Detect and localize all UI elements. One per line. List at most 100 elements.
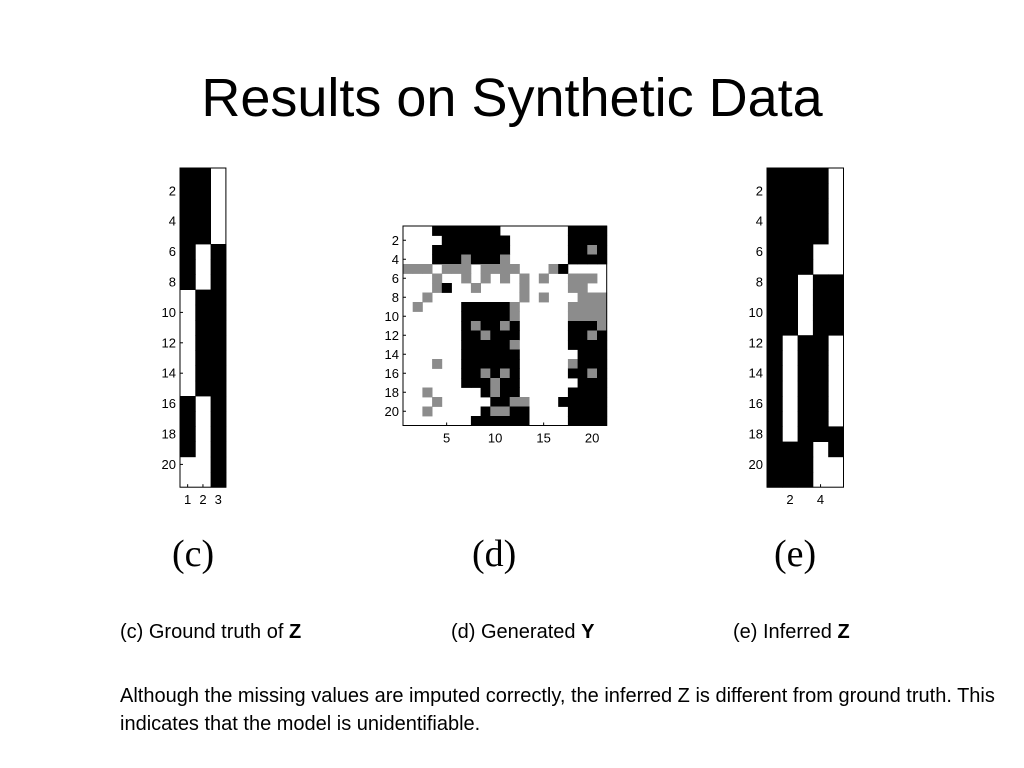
heatmap-cell bbox=[509, 378, 520, 388]
heatmap-cell bbox=[210, 304, 227, 321]
heatmap-cell bbox=[490, 397, 501, 407]
heatmap-cell bbox=[490, 226, 501, 236]
heatmap-cell bbox=[587, 406, 598, 417]
heatmap-cell bbox=[767, 350, 783, 366]
heatmap-cell bbox=[480, 349, 491, 360]
heatmap-cell bbox=[519, 397, 530, 407]
heatmap-cell bbox=[470, 378, 481, 388]
heatmap-cell bbox=[490, 406, 501, 417]
x-tick-label: 15 bbox=[536, 431, 550, 446]
heatmap-cell bbox=[782, 213, 798, 230]
heatmap-cell bbox=[441, 254, 452, 265]
heatmap-cell bbox=[210, 259, 227, 275]
heatmap-cell bbox=[500, 416, 511, 426]
heatmap-cell bbox=[195, 350, 211, 366]
heatmap-cell bbox=[597, 368, 608, 379]
heatmap-cell bbox=[597, 416, 608, 426]
heatmap-cell bbox=[500, 302, 511, 312]
heatmap-cell bbox=[480, 368, 491, 379]
heatmap-cell bbox=[461, 321, 472, 331]
heatmap-cell bbox=[812, 198, 829, 214]
heatmap-cell bbox=[509, 359, 520, 369]
heatmap-cell bbox=[180, 183, 196, 199]
heatmap-cell bbox=[548, 264, 559, 274]
heatmap-cell bbox=[441, 283, 452, 293]
heatmap-cell bbox=[461, 330, 472, 341]
heatmap-cell bbox=[509, 397, 520, 407]
heatmap-cell bbox=[480, 330, 491, 341]
heatmap-cell bbox=[470, 245, 481, 255]
heatmap-cell bbox=[767, 411, 783, 427]
x-tick-label: 2 bbox=[199, 492, 206, 507]
heatmap-cell bbox=[567, 330, 578, 341]
heatmap-cell bbox=[470, 368, 481, 379]
heatmap-cell bbox=[577, 273, 588, 284]
heatmap-cell bbox=[195, 198, 211, 214]
heatmap-frame bbox=[402, 225, 608, 426]
heatmap-cell bbox=[461, 245, 472, 255]
heatmap-cell bbox=[451, 235, 462, 246]
heatmap-cell bbox=[509, 302, 520, 312]
heatmap-cell bbox=[567, 387, 578, 398]
heatmap-cell bbox=[470, 321, 481, 331]
heatmap-cell bbox=[210, 411, 227, 427]
heatmap-cell bbox=[195, 320, 211, 336]
heatmap-cell bbox=[180, 213, 196, 230]
heatmap-cell bbox=[828, 274, 844, 290]
heatmap-cell bbox=[797, 441, 814, 458]
heatmap-cell bbox=[767, 198, 783, 214]
heatmap-cell bbox=[577, 340, 588, 350]
heatmap-cell bbox=[782, 472, 798, 488]
y-tick-label: 16 bbox=[162, 396, 176, 411]
heatmap-cell bbox=[577, 359, 588, 369]
heatmap-cell bbox=[797, 228, 814, 245]
heatmap-cell bbox=[577, 368, 588, 379]
heatmap-cell bbox=[797, 380, 814, 397]
y-tick-label: 20 bbox=[385, 404, 399, 419]
heatmap-cell bbox=[577, 397, 588, 407]
y-tick-label: 6 bbox=[756, 244, 763, 259]
heatmap-cell bbox=[597, 254, 608, 265]
heatmap-cell bbox=[577, 245, 588, 255]
caption-d: (d) Generated Y bbox=[451, 621, 595, 643]
heatmap-cell bbox=[210, 380, 227, 397]
heatmap-cell bbox=[567, 226, 578, 236]
y-tick-label: 8 bbox=[169, 275, 176, 290]
y-tick-label: 18 bbox=[749, 427, 763, 442]
heatmap-cell bbox=[210, 441, 227, 458]
heatmap-cell bbox=[470, 226, 481, 236]
heatmap-cell bbox=[828, 441, 844, 458]
heatmap-cell bbox=[195, 304, 211, 321]
heatmap-cell bbox=[422, 264, 433, 274]
heatmap-cell bbox=[797, 183, 814, 199]
heatmap-cell bbox=[509, 311, 520, 322]
heatmap-cell bbox=[767, 396, 783, 412]
heatmap-cell bbox=[597, 311, 608, 322]
heatmap-cell bbox=[195, 365, 211, 382]
heatmap-cell bbox=[538, 273, 549, 284]
heatmap-cell bbox=[210, 456, 227, 473]
heatmap-cell bbox=[461, 226, 472, 236]
heatmap-cell bbox=[210, 320, 227, 336]
y-tick-label: 10 bbox=[749, 305, 763, 320]
heatmap-cell bbox=[480, 235, 491, 246]
heatmap-cell bbox=[782, 304, 798, 321]
heatmap-cell bbox=[470, 302, 481, 312]
heatmap-cell bbox=[509, 349, 520, 360]
heatmap-cell bbox=[210, 350, 227, 366]
heatmap-cell bbox=[461, 235, 472, 246]
heatmap-cell bbox=[828, 289, 844, 306]
heatmap-cell bbox=[767, 456, 783, 473]
heatmap-cell bbox=[597, 330, 608, 341]
heatmap-cell bbox=[812, 411, 829, 427]
y-tick-label: 20 bbox=[162, 457, 176, 472]
heatmap-cell bbox=[577, 302, 588, 312]
heatmap-cell bbox=[597, 340, 608, 350]
heatmap-cell bbox=[587, 378, 598, 388]
heatmap-cell bbox=[567, 245, 578, 255]
heatmap-cell bbox=[490, 321, 501, 331]
heatmap-cell bbox=[567, 302, 578, 312]
heatmap-cell bbox=[538, 292, 549, 303]
heatmap-cell bbox=[577, 311, 588, 322]
